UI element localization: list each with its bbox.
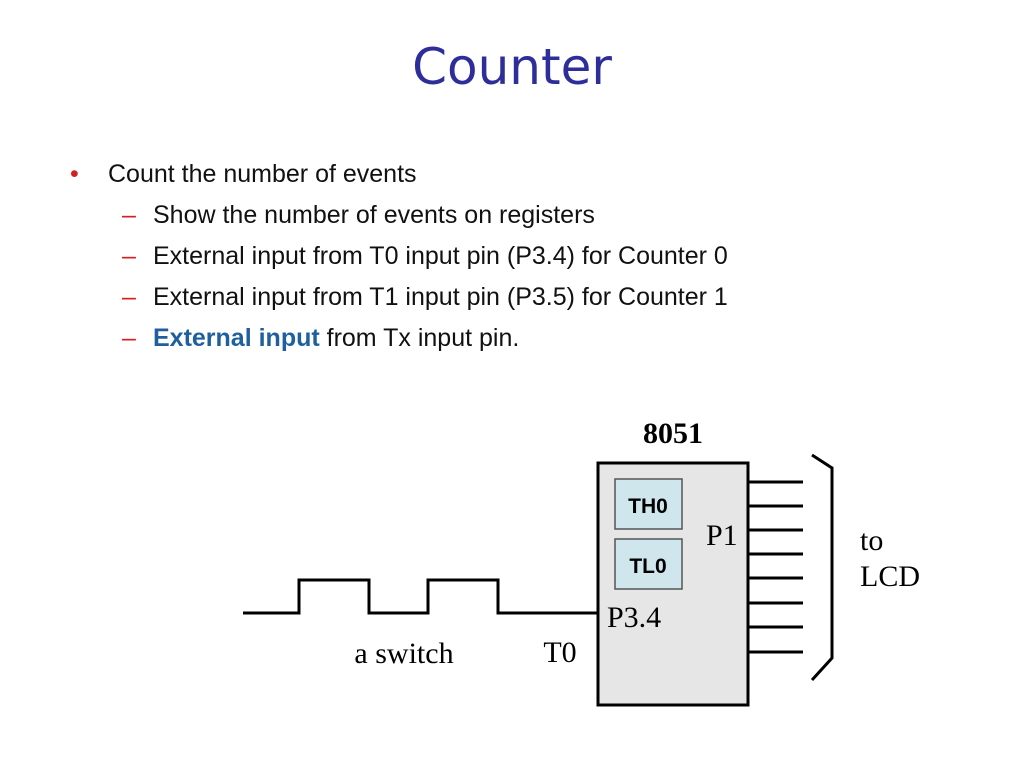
sub-bullet-marker: –: [122, 201, 136, 229]
pulse-waveform: [243, 578, 598, 615]
chip-label: 8051: [643, 417, 703, 450]
port-p34-label: P3.4: [607, 601, 661, 634]
lcd-label-to: to: [860, 524, 883, 557]
bullet-count-events: Count the number of events: [108, 160, 417, 188]
sub-bullet-tx-input: External input from Tx input pin.: [153, 323, 519, 353]
slide-title: Counter: [412, 38, 612, 96]
sub-bullet-marker: –: [122, 242, 136, 270]
lcd-label-lcd: LCD: [860, 560, 920, 593]
register-tl0-label: TL0: [629, 555, 666, 578]
register-th0: [614, 478, 683, 530]
bullet-marker: •: [70, 160, 79, 188]
port-p1-label: P1: [706, 519, 738, 552]
sub-bullet-tx-rest: from Tx input pin.: [319, 324, 520, 352]
sub-bullet-t0-input: External input from T0 input pin (P3.4) …: [153, 242, 728, 270]
sub-bullet-marker: –: [122, 324, 136, 352]
lcd-bracket: [810, 453, 834, 682]
sub-bullet-marker: –: [122, 283, 136, 311]
highlight-external-input: External input: [153, 324, 320, 352]
register-th0-label: TH0: [628, 495, 668, 518]
sub-bullet-registers: Show the number of events on registers: [153, 201, 595, 229]
switch-label: a switch: [354, 637, 453, 670]
p1-output-lines: [748, 480, 803, 654]
sub-bullet-t1-input: External input from T1 input pin (P3.5) …: [153, 283, 728, 311]
register-tl0: [614, 538, 683, 590]
pin-t0-label: T0: [543, 636, 576, 669]
bullet-list: • Count the number of events – Show the …: [0, 0, 1024, 380]
